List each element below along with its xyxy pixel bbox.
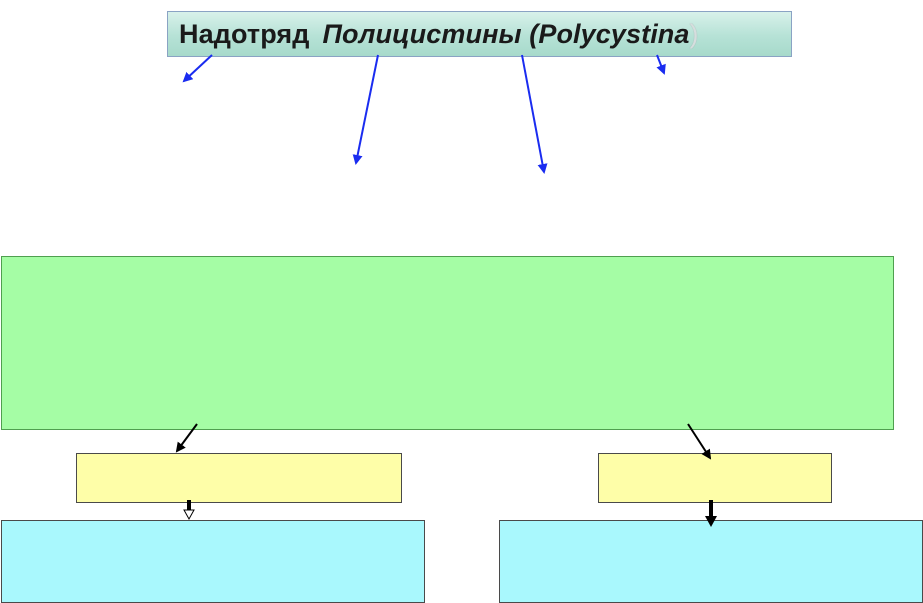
cyan-box-left [1, 520, 425, 603]
arrow-black-right-down [687, 423, 712, 460]
arrow-blue-4 [656, 54, 666, 75]
title-closing-paren: ) [689, 18, 699, 49]
arrow-small-hollow-left [183, 500, 195, 521]
arrow-blue-1 [182, 54, 213, 83]
arrow-small-solid-right [705, 500, 717, 527]
arrow-blue-3 [521, 54, 548, 174]
yellow-box-left [76, 453, 402, 503]
yellow-box-right [598, 453, 832, 503]
cyan-box-right [499, 520, 923, 603]
title-plain: Надотряд [179, 18, 310, 49]
green-box [1, 256, 894, 430]
title-box: Надотряд Полицистины (Polycystina ) [167, 11, 792, 57]
arrow-black-left-down [175, 423, 198, 453]
arrow-blue-2 [352, 54, 379, 165]
title-italic: Полицистины (Polycystina [322, 18, 690, 49]
